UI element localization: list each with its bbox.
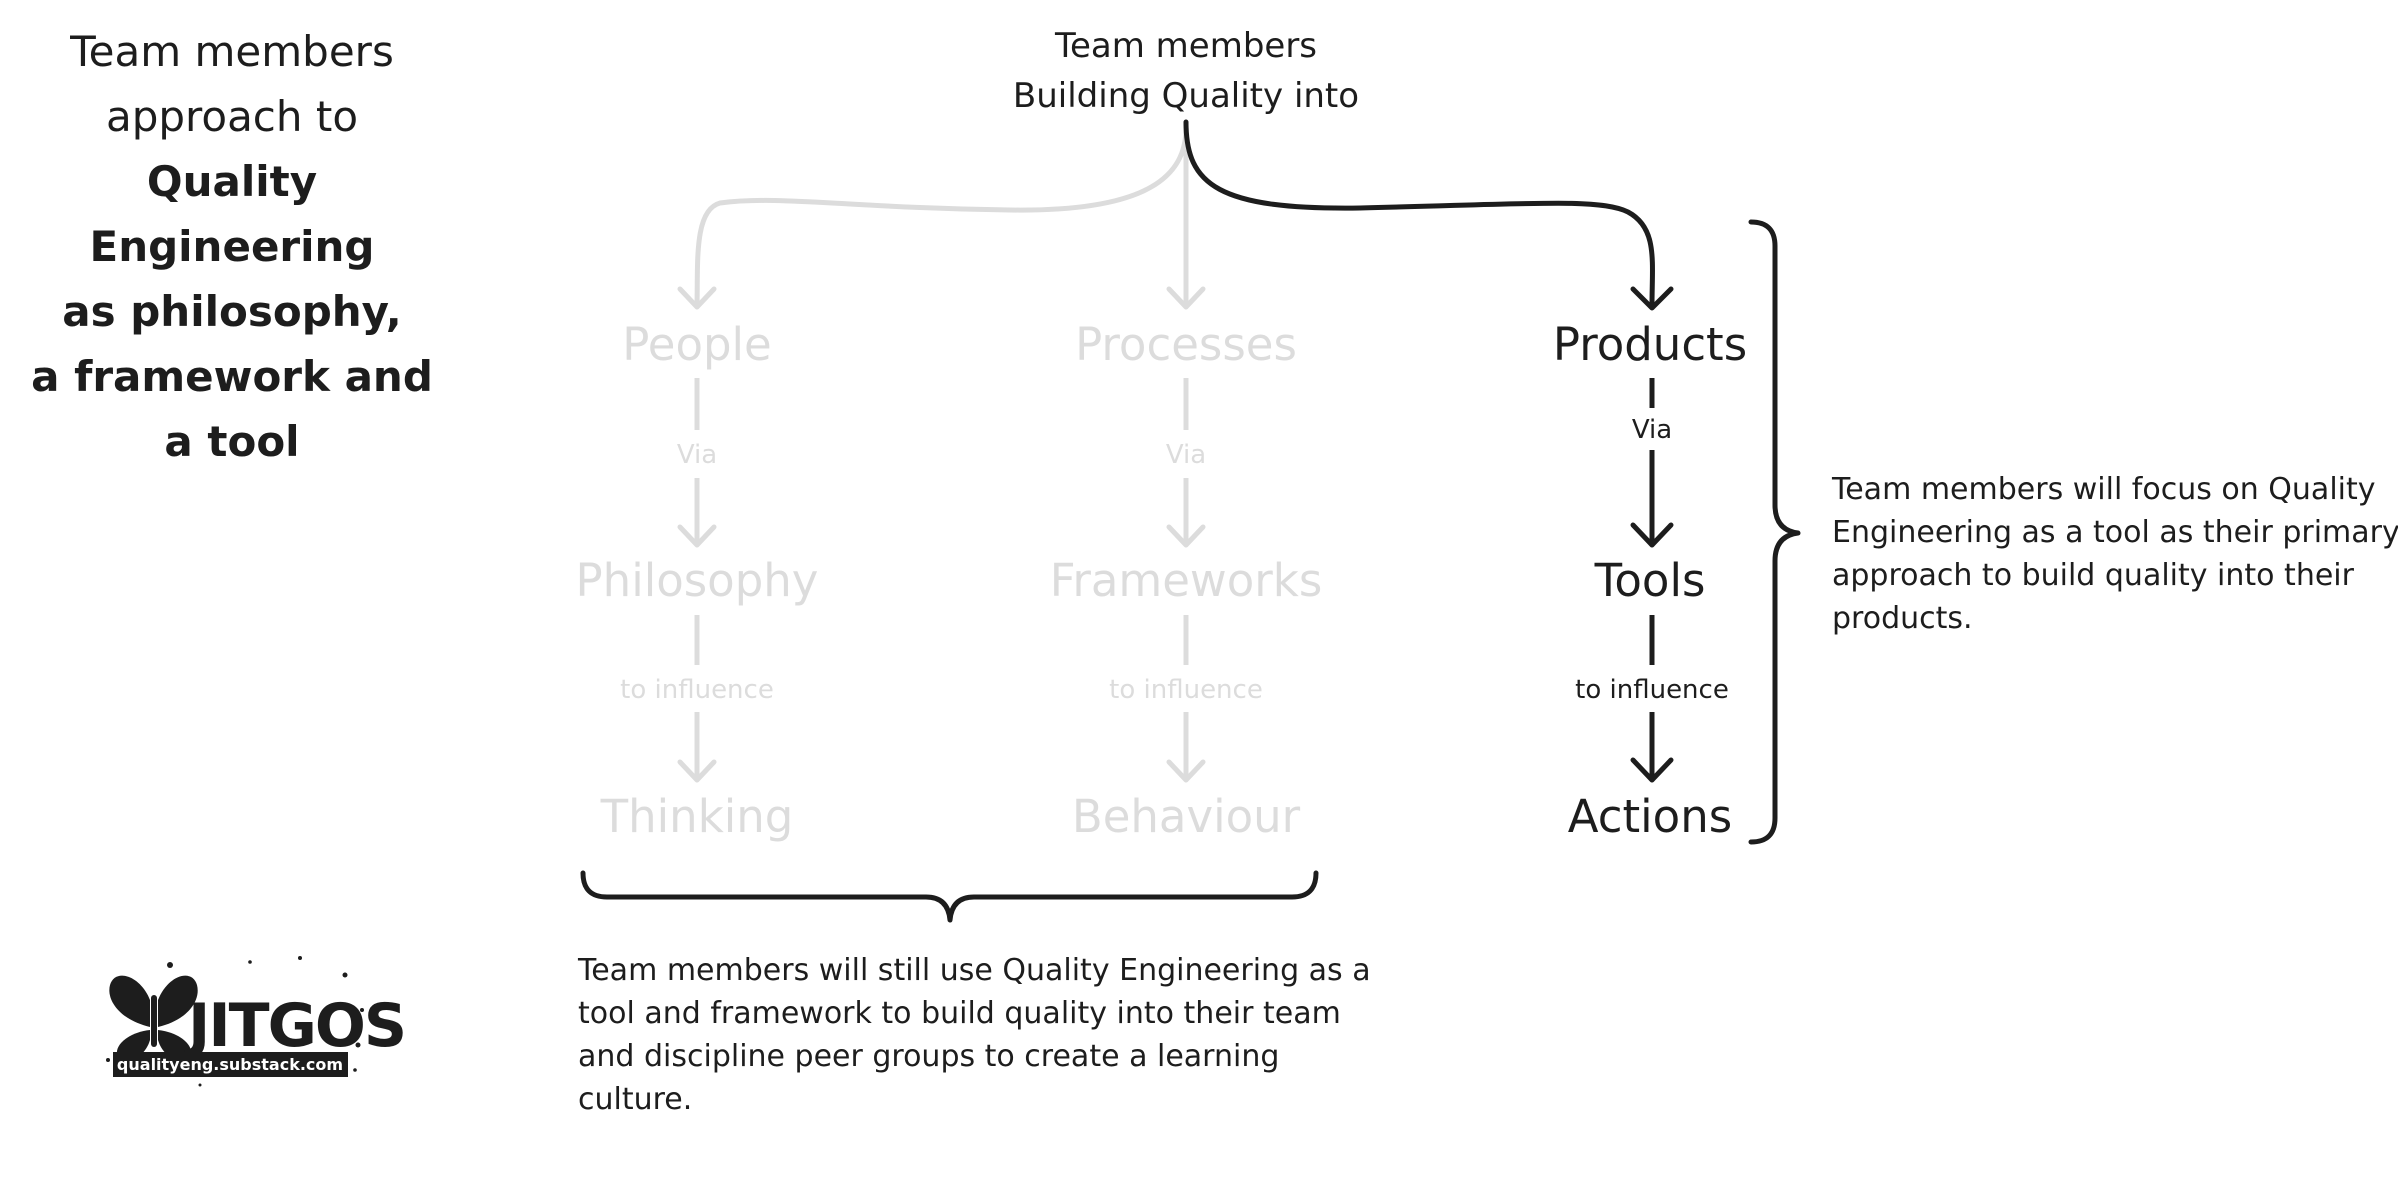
node-behaviour: Behaviour <box>1072 790 1301 843</box>
branch-to-products <box>1183 119 1655 308</box>
processes-arrowhead-icon <box>1166 286 1206 310</box>
logo-splatter <box>106 956 364 1087</box>
node-philosophy: Philosophy <box>576 554 819 607</box>
logo-wordmark: JITGOS <box>184 991 405 1061</box>
processes-arrowhead-3-icon <box>1166 759 1206 783</box>
column-products: Products Via Tools to influence Actions <box>1553 318 1747 843</box>
title-line-2: approach to <box>106 92 358 141</box>
node-people: People <box>622 318 772 371</box>
right-note-line-1: Team members will focus on Quality <box>1831 472 2376 507</box>
branch-to-people <box>694 125 1189 308</box>
right-brace-icon <box>1748 219 1801 845</box>
processes-arrowhead-2-icon <box>1166 524 1206 548</box>
root-line-2: Building Quality into <box>1013 76 1359 116</box>
bottom-note: Team members will still use Quality Engi… <box>577 953 1371 1117</box>
people-arrowhead-3-icon <box>677 759 717 783</box>
title-line-7: a tool <box>164 417 299 466</box>
column-processes: Processes Via Frameworks to influence Be… <box>1050 318 1323 843</box>
right-note: Team members will focus on Quality Engin… <box>1831 472 2398 636</box>
right-note-line-3: approach to build quality into their <box>1832 558 2355 593</box>
root-node: Team members Building Quality into <box>1013 26 1359 116</box>
logo: JITGOS qualityeng.substack.com <box>106 956 407 1087</box>
title-line-1: Team members <box>69 27 394 76</box>
bottom-note-line-1: Team members will still use Quality Engi… <box>577 953 1371 988</box>
products-link-influence: to influence <box>1575 675 1729 705</box>
products-arrowhead-3-icon <box>1630 757 1674 783</box>
products-arrowhead-icon <box>1630 286 1674 311</box>
bottom-note-line-3: and discipline peer groups to create a l… <box>578 1039 1279 1074</box>
column-people: People Via Philosophy to influence Think… <box>576 318 819 843</box>
people-link-via: Via <box>677 440 717 470</box>
node-products: Products <box>1553 318 1747 371</box>
butterfly-icon <box>109 975 198 1062</box>
node-thinking: Thinking <box>600 790 794 843</box>
bottom-note-line-4: culture. <box>578 1082 692 1117</box>
title-line-3: Quality <box>147 157 317 206</box>
root-line-1: Team members <box>1054 26 1317 66</box>
people-arrowhead-2-icon <box>677 524 717 548</box>
node-frameworks: Frameworks <box>1050 554 1323 607</box>
diagram-title: Team members approach to Quality Enginee… <box>31 27 433 466</box>
title-line-6: a framework and <box>31 352 433 401</box>
root-branches <box>677 119 1674 311</box>
node-actions: Actions <box>1568 790 1732 843</box>
people-link-influence: to influence <box>620 675 774 705</box>
logo-url: qualityeng.substack.com <box>117 1055 343 1074</box>
people-arrowhead-icon <box>677 286 717 310</box>
node-tools: Tools <box>1594 554 1706 607</box>
logo-url-bar <box>113 1052 348 1077</box>
bottom-note-line-2: tool and framework to build quality into… <box>578 996 1341 1031</box>
products-arrowhead-2-icon <box>1630 522 1674 548</box>
products-link-via: Via <box>1632 415 1672 445</box>
title-line-4: Engineering <box>90 222 375 271</box>
right-note-line-2: Engineering as a tool as their primary <box>1832 515 2398 550</box>
node-processes: Processes <box>1075 318 1297 371</box>
processes-link-influence: to influence <box>1109 675 1263 705</box>
processes-link-via: Via <box>1166 440 1206 470</box>
title-line-5: as philosophy, <box>62 287 401 336</box>
bottom-brace-icon <box>580 870 1319 923</box>
right-note-line-4: products. <box>1832 601 1973 636</box>
